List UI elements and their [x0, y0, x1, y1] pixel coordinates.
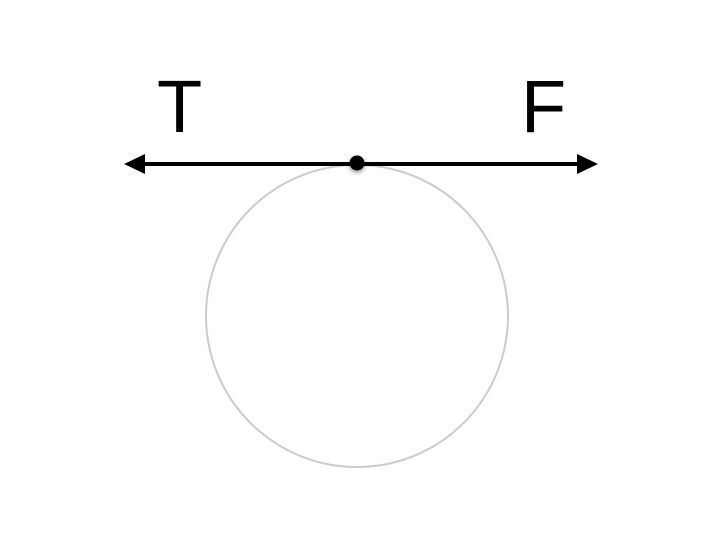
left-arrowhead: [124, 154, 145, 174]
label-left: T: [157, 65, 202, 148]
tangent-point: [349, 155, 365, 171]
right-arrowhead: [577, 154, 598, 174]
circle: [205, 164, 509, 468]
label-right: F: [521, 65, 566, 148]
